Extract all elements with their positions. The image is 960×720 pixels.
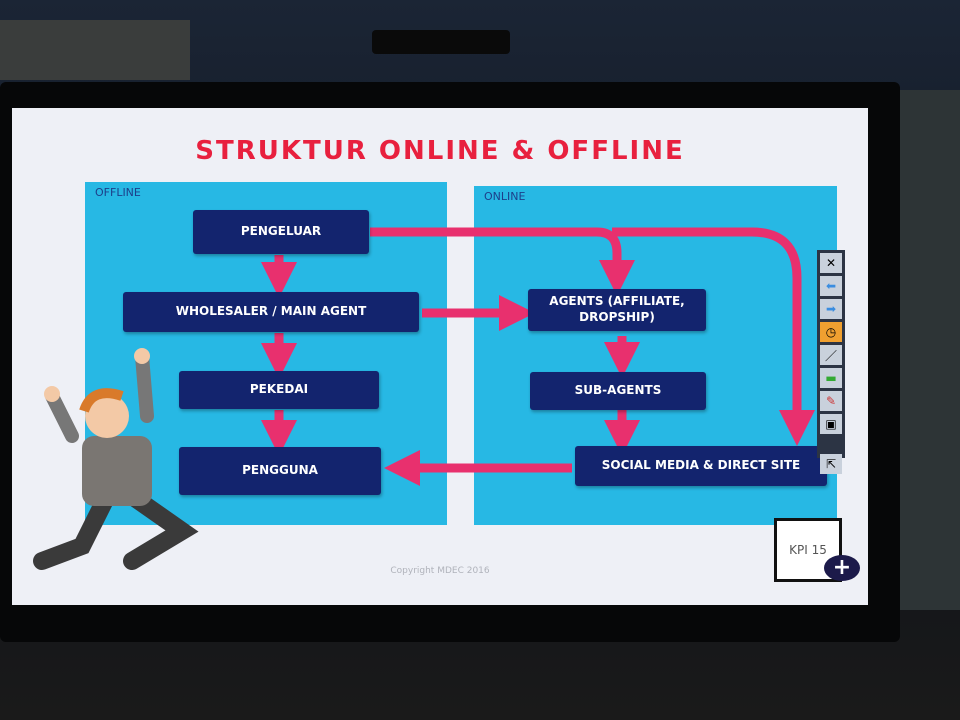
text-icon[interactable]: ✎ — [820, 391, 842, 411]
node-pengguna: PENGGUNA — [179, 447, 381, 495]
exit-icon[interactable]: ⇱ — [820, 454, 842, 474]
plus-icon[interactable]: + — [824, 555, 860, 581]
highlighter-icon[interactable]: ▬ — [820, 368, 842, 388]
arrow — [370, 227, 635, 296]
screen-capture-icon[interactable]: ▣ — [820, 414, 842, 434]
wall — [0, 20, 190, 80]
camera — [372, 30, 510, 54]
pen-icon[interactable]: ／ — [820, 345, 842, 365]
node-wholesaler: WHOLESALER / MAIN AGENT — [123, 292, 419, 332]
arrow — [612, 227, 815, 446]
annotation-toolbar: ✕ ⬅ ➡ ◷ ／ ▬ ✎ ▣ ⇱ — [817, 250, 845, 474]
slide-title: STRUKTUR ONLINE & OFFLINE — [195, 136, 685, 166]
jumping-man-illustration — [33, 348, 199, 570]
clock-icon[interactable]: ◷ — [820, 322, 842, 342]
node-social-media: SOCIAL MEDIA & DIRECT SITE — [575, 446, 827, 486]
arrows — [261, 227, 815, 486]
forward-arrow-icon[interactable]: ➡ — [820, 299, 842, 319]
slide: STRUKTUR ONLINE & OFFLINE OFFLINE ONLINE… — [12, 108, 868, 605]
node-pekedai: PEKEDAI — [179, 371, 379, 409]
online-label: ONLINE — [484, 190, 526, 203]
offline-label: OFFLINE — [95, 186, 141, 199]
back-arrow-icon[interactable]: ⬅ — [820, 276, 842, 296]
close-icon[interactable]: ✕ — [820, 253, 842, 273]
node-agents: AGENTS (AFFILIATE, DROPSHIP) — [528, 289, 706, 331]
node-subagents: SUB-AGENTS — [530, 372, 706, 410]
kpi-label: KPI 15 — [789, 543, 827, 557]
node-pengeluar: PENGELUAR — [193, 210, 369, 254]
copyright-footer: Copyright MDEC 2016 — [390, 566, 490, 576]
